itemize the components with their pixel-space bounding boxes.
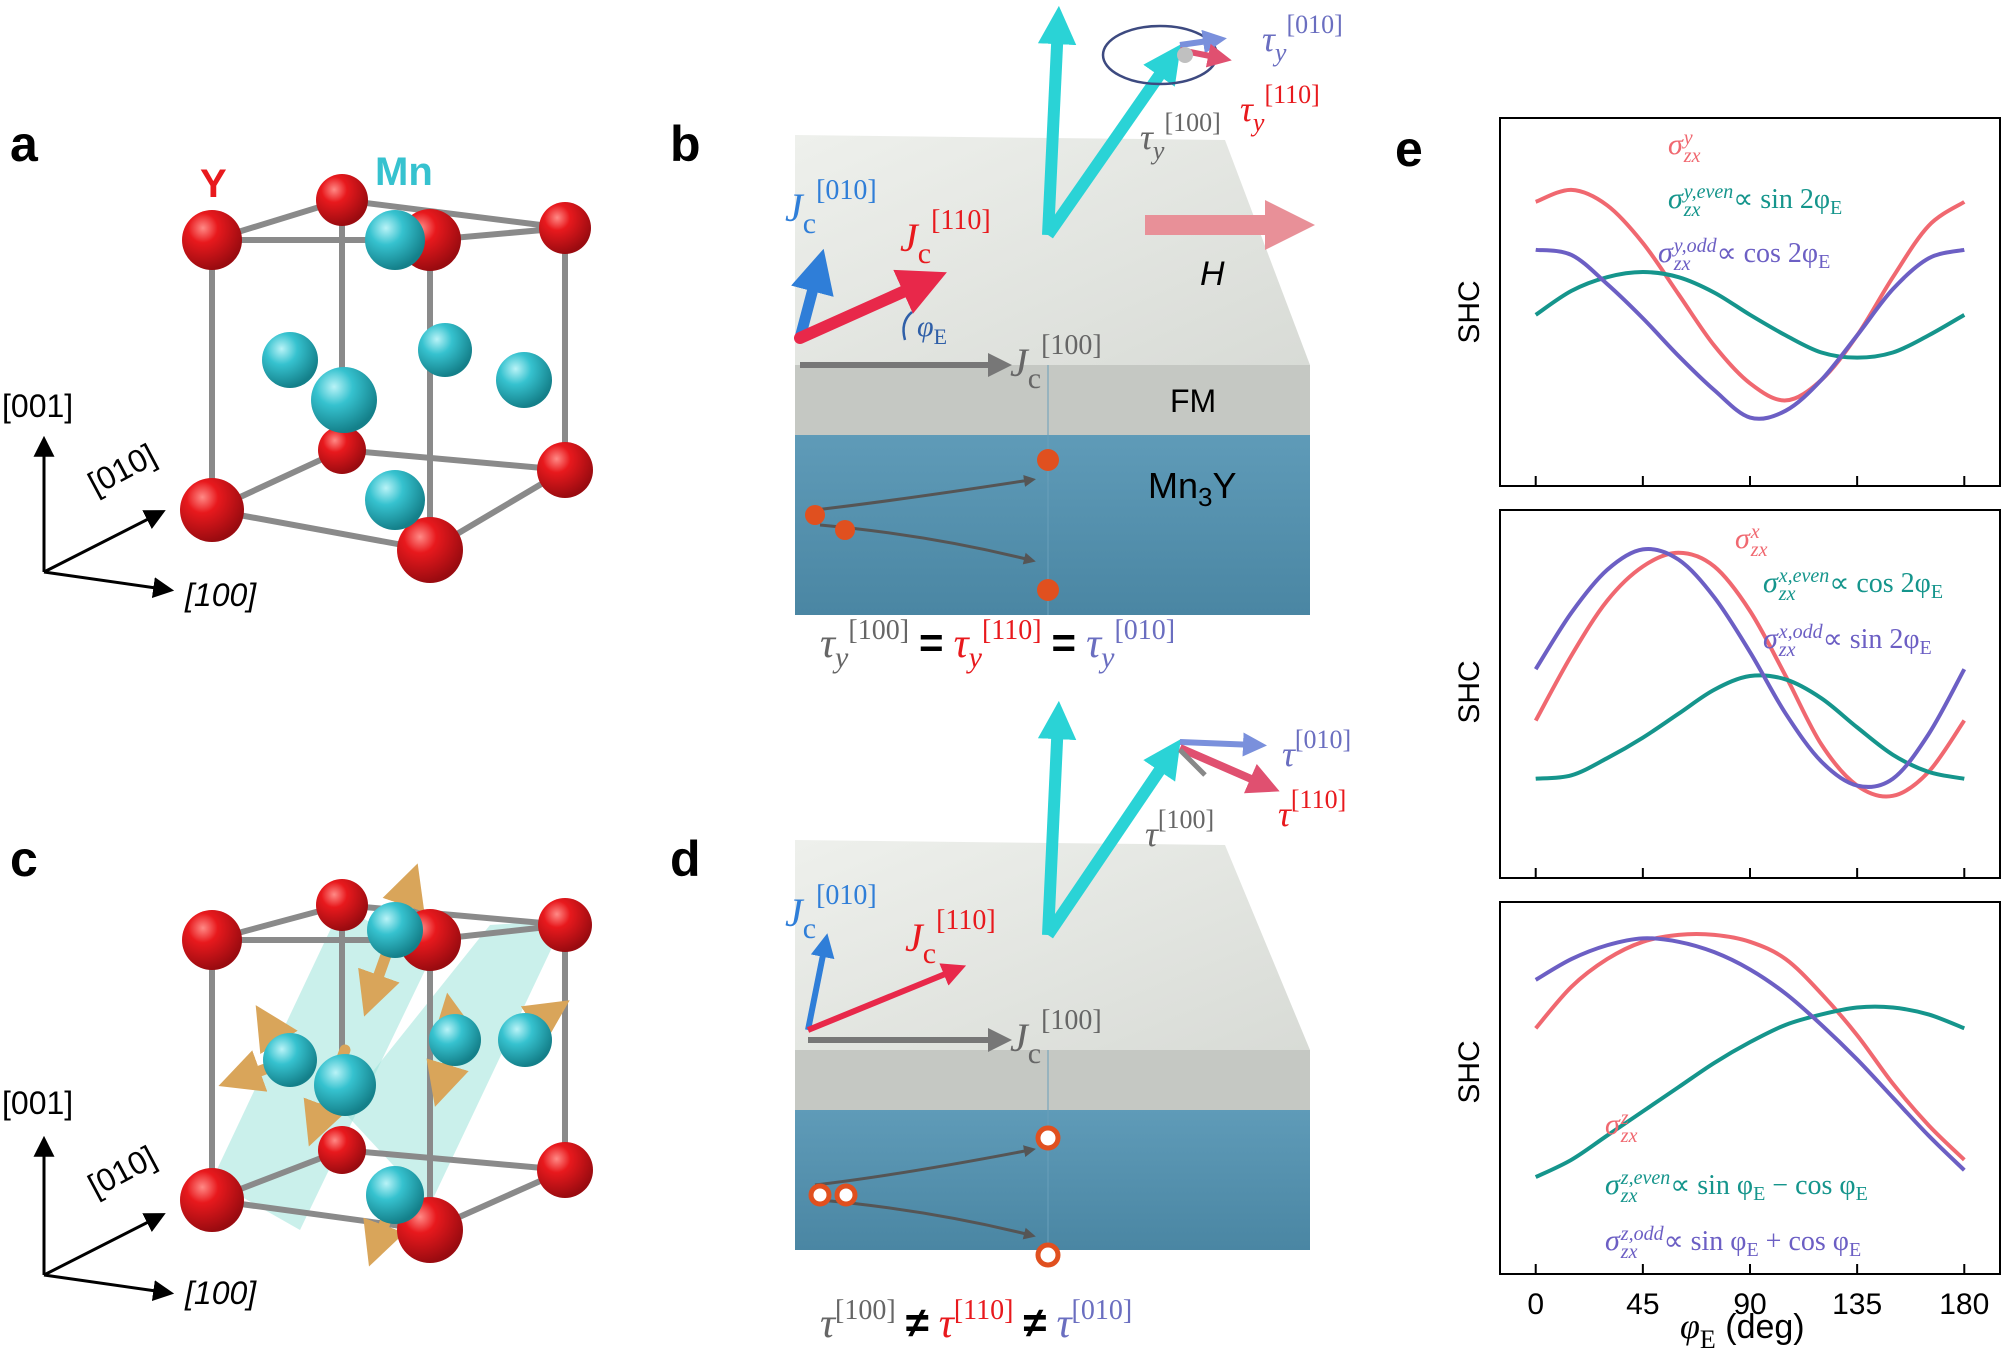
mn-atom [365, 210, 425, 270]
axis-label-001: [001] [2, 1085, 74, 1121]
panel-label-c: c [10, 831, 38, 887]
y-atom [397, 517, 463, 583]
series-line-2 [1534, 270, 1966, 360]
equation-d: τ[100]≠τ[110]≠τ[010] [820, 1295, 1133, 1347]
label-jc-100: Jc[100] [1010, 330, 1102, 395]
mn-atom [263, 1033, 317, 1087]
y-atom [538, 898, 592, 952]
axis-label-100: [100] [185, 1275, 257, 1311]
label-h-field: H [1200, 255, 1225, 293]
mn-atom [311, 367, 377, 433]
label-jc-010: Jc[010] [785, 880, 877, 945]
axis-label-001: [001] [2, 388, 74, 424]
x-tick-label: 90 [1733, 1288, 1766, 1321]
label-phi-e: φE [917, 310, 948, 349]
label-jc-110: Jc[110] [905, 905, 996, 970]
y-atom [316, 879, 368, 931]
panel-label-a: a [10, 116, 38, 172]
x-tick-label: 135 [1832, 1288, 1882, 1321]
mn-atom [365, 470, 425, 530]
y-atom [316, 174, 368, 226]
x-axis-label: φE (deg) [1680, 1306, 1805, 1354]
series-line-1 [1534, 187, 1966, 403]
mn-atom [429, 1014, 481, 1066]
y-axis-label: SHC [1453, 1040, 1486, 1104]
series-line-1 [1534, 932, 1966, 1162]
series-line-2 [1534, 1004, 1966, 1179]
y-atom [182, 910, 242, 970]
label-tau-y-110: τy[110] [1240, 80, 1320, 137]
label-tau-y-100: τy[100] [1140, 108, 1221, 165]
y-atom [180, 1168, 244, 1232]
x-tick-label: 0 [1527, 1288, 1544, 1321]
mn-atom [496, 352, 552, 408]
x-tick-label: 180 [1939, 1288, 1989, 1321]
plot-frame [1499, 117, 2001, 487]
series-line-3 [1534, 546, 1967, 789]
label-tau-110: τ[110] [1278, 785, 1347, 834]
y-atom [182, 210, 242, 270]
label-mn-atom: Mn [375, 150, 433, 194]
label-tau-010: τ[010] [1282, 725, 1352, 774]
series-line-3 [1534, 936, 1966, 1172]
mn-atom [418, 323, 472, 377]
label-jc-010: Jc[010] [785, 175, 877, 240]
label-jc-100: Jc[100] [1010, 1005, 1102, 1070]
mn-atom [366, 1166, 424, 1224]
label-y-atom: Y [200, 162, 227, 206]
y-atom [539, 202, 591, 254]
series-line-1 [1533, 550, 1966, 799]
axis-label-100: [100] [185, 577, 257, 613]
label-mn3y-layer: Mn3Y [1148, 465, 1237, 512]
label-tau-y-010: τy[010] [1262, 10, 1343, 67]
panel-label-e: e [1395, 121, 1423, 177]
series-line-2 [1535, 673, 1965, 781]
mn-atom [498, 1013, 552, 1067]
y-atom [318, 426, 366, 474]
y-atom [318, 1126, 366, 1174]
label-jc-110: Jc[110] [900, 205, 991, 270]
series-line-3 [1535, 247, 1965, 421]
x-tick-label: 45 [1626, 1288, 1659, 1321]
y-atom [180, 478, 244, 542]
mn-atom [367, 902, 423, 958]
mn-atom [314, 1054, 376, 1116]
y-axis-label: SHC [1453, 660, 1486, 724]
y-atom [537, 1142, 593, 1198]
y-atom [537, 442, 593, 498]
label-tau-100: τ[100] [1145, 805, 1215, 854]
panel-label-b: b [670, 116, 701, 172]
y-axis-label: SHC [1453, 280, 1486, 344]
panel-label-d: d [670, 831, 701, 887]
mn-atom [262, 332, 318, 388]
equation-b: τy[100]=τy[110]=τy[010] [820, 615, 1176, 674]
label-fm-layer: FM [1170, 383, 1217, 419]
